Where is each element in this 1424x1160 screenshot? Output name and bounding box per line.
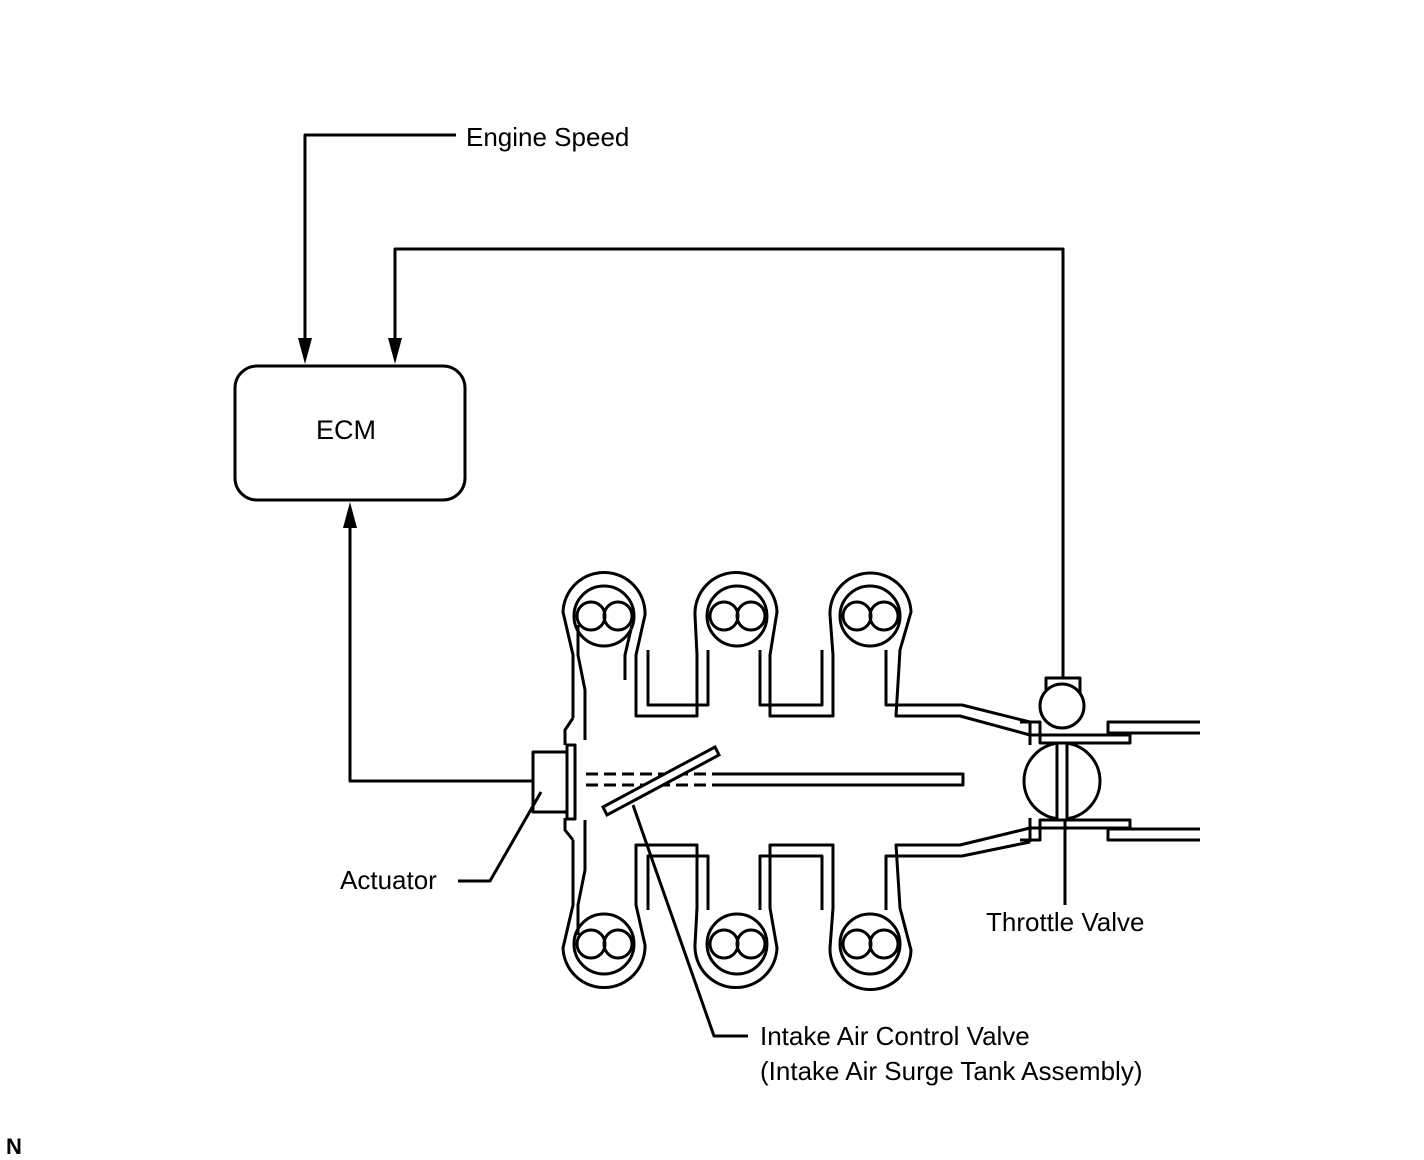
throttle-body: Throttle Valve <box>986 676 1200 937</box>
actuator-label: Actuator <box>340 865 437 895</box>
port-bottom-3a <box>841 928 873 960</box>
intake-valve-label-line2: (Intake Air Surge Tank Assembly) <box>760 1056 1142 1086</box>
port-top-1a <box>575 600 607 632</box>
engine-speed-signal: Engine Speed <box>298 122 629 364</box>
ecm-block: ECM <box>233 364 467 502</box>
throttle-sensor <box>1038 682 1086 730</box>
manifold-outer-outline <box>561 570 1031 991</box>
throttle-signal-arrowhead <box>388 338 402 364</box>
port-bottom-2a <box>708 928 740 960</box>
actuator-leader-line <box>458 791 543 883</box>
engine-speed-arrowhead <box>298 338 312 364</box>
runner-ports-bottom <box>572 912 902 976</box>
port-top-1 <box>572 584 636 648</box>
intake-valve-label-line1: Intake Air Control Valve <box>760 1021 1030 1051</box>
port-top-1b <box>602 600 634 632</box>
throttle-flange-bottom <box>1020 818 1200 842</box>
actuator: Actuator <box>340 743 577 895</box>
throttle-valve-shaft <box>1055 741 1069 822</box>
intake-air-control-valve: Intake Air Control Valve (Intake Air Sur… <box>586 744 1142 1086</box>
throttle-signal <box>388 247 1065 678</box>
valve-partition-plate <box>720 772 965 787</box>
manifold-actuator-junction-top <box>563 717 575 745</box>
throttle-valve-label: Throttle Valve <box>986 907 1144 937</box>
actuator-signal-line <box>348 518 533 783</box>
actuator-flange <box>565 743 577 821</box>
valve-flap <box>601 744 721 818</box>
port-top-3 <box>838 584 902 648</box>
port-top-3a <box>841 600 873 632</box>
port-top-3b <box>868 600 900 632</box>
port-bottom-3 <box>838 912 902 976</box>
runner-ports-top <box>572 584 902 648</box>
ecm-label: ECM <box>316 415 376 445</box>
manifold-actuator-junction-bottom <box>563 818 575 841</box>
valve-leader-line <box>631 804 748 1038</box>
actuator-signal-arrowhead <box>343 502 357 528</box>
throttle-signal-line <box>393 247 1065 678</box>
port-top-2a <box>708 600 740 632</box>
engine-speed-label: Engine Speed <box>466 122 629 152</box>
figure-code: N <box>6 1134 22 1159</box>
manifold-inner-outline <box>576 624 1031 935</box>
port-bottom-2 <box>705 912 769 976</box>
port-top-2b <box>735 600 767 632</box>
ecm-box <box>233 364 467 502</box>
intake-manifold <box>561 570 1031 991</box>
port-top-2 <box>705 584 769 648</box>
port-bottom-3b <box>868 928 900 960</box>
port-bottom-1a <box>575 928 607 960</box>
port-bottom-1b <box>602 928 634 960</box>
port-bottom-1 <box>572 912 636 976</box>
engine-speed-line <box>303 133 456 348</box>
actuator-signal <box>343 502 533 783</box>
port-bottom-2b <box>735 928 767 960</box>
throttle-flange-top <box>1020 720 1200 745</box>
actuator-body <box>531 750 569 814</box>
